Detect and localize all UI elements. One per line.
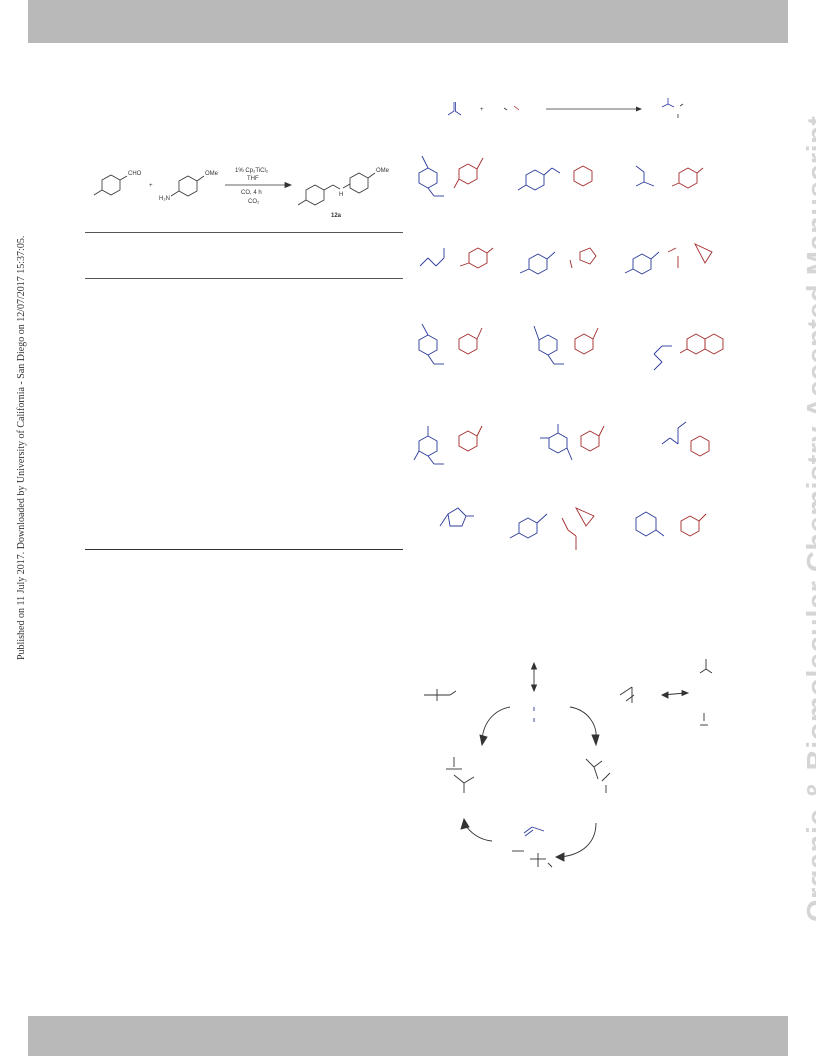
table-header-rule (85, 278, 403, 279)
time-label: CO, 4 h (241, 190, 262, 196)
catalyst-label: 1% Cp₂TiCl₂ (235, 168, 269, 174)
footer-bar (28, 1016, 788, 1056)
product-methoxy: OMe (376, 168, 390, 174)
journal-watermark: Organic & Biomolecular Chemistry Accepte… (802, 115, 816, 922)
product-nh: H (339, 192, 343, 198)
co2-label: CO₂ (248, 199, 260, 205)
publication-notice: Published on 11 July 2017. Downloaded by… (16, 235, 27, 660)
catalytic-cycle (424, 659, 713, 868)
table-bottom-rule (85, 549, 403, 550)
solvent-label: THF (247, 176, 259, 182)
substrate-scope-grid (413, 155, 724, 550)
svg-text:+: + (480, 107, 484, 113)
reaction-scheme: CHO + OMe H₂N 1% Cp₂TiCl₂ THF CO, 4 h CO… (93, 168, 390, 219)
aldehyde-group: CHO (128, 171, 142, 177)
table-top-rule (85, 232, 403, 233)
methoxy-group: OMe (205, 171, 219, 177)
header-bar (28, 0, 788, 43)
amine-group: H₂N (159, 196, 170, 202)
general-reaction: + (447, 98, 684, 118)
svg-text:+: + (149, 183, 153, 189)
product-number: 12a (331, 213, 342, 219)
